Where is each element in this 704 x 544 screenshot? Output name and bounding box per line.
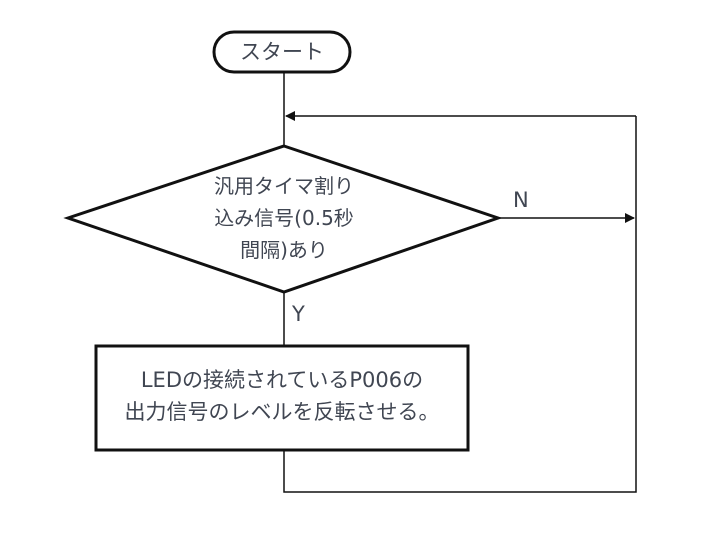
decision-line-2: 込み信号(0.5秒 xyxy=(214,206,354,230)
yes-branch-label: Y xyxy=(292,302,305,326)
decision-label: 汎用タイマ割り 込み信号(0.5秒 間隔)あり xyxy=(180,170,388,266)
decision-line-1: 汎用タイマ割り xyxy=(214,174,354,198)
no-branch-label: N xyxy=(513,188,529,212)
process-box xyxy=(94,344,470,452)
decision-line-3: 間隔)あり xyxy=(240,238,328,262)
loop-back-connector xyxy=(283,116,637,493)
process-line-1: LEDの接続されているP006の xyxy=(140,368,424,392)
process-label: LEDの接続されているP006の 出力信号のレベルを反転させる。 xyxy=(97,364,467,428)
start-label: スタート xyxy=(240,40,324,64)
start-terminator xyxy=(212,30,352,74)
process-line-2: 出力信号のレベルを反転させる。 xyxy=(124,400,440,424)
